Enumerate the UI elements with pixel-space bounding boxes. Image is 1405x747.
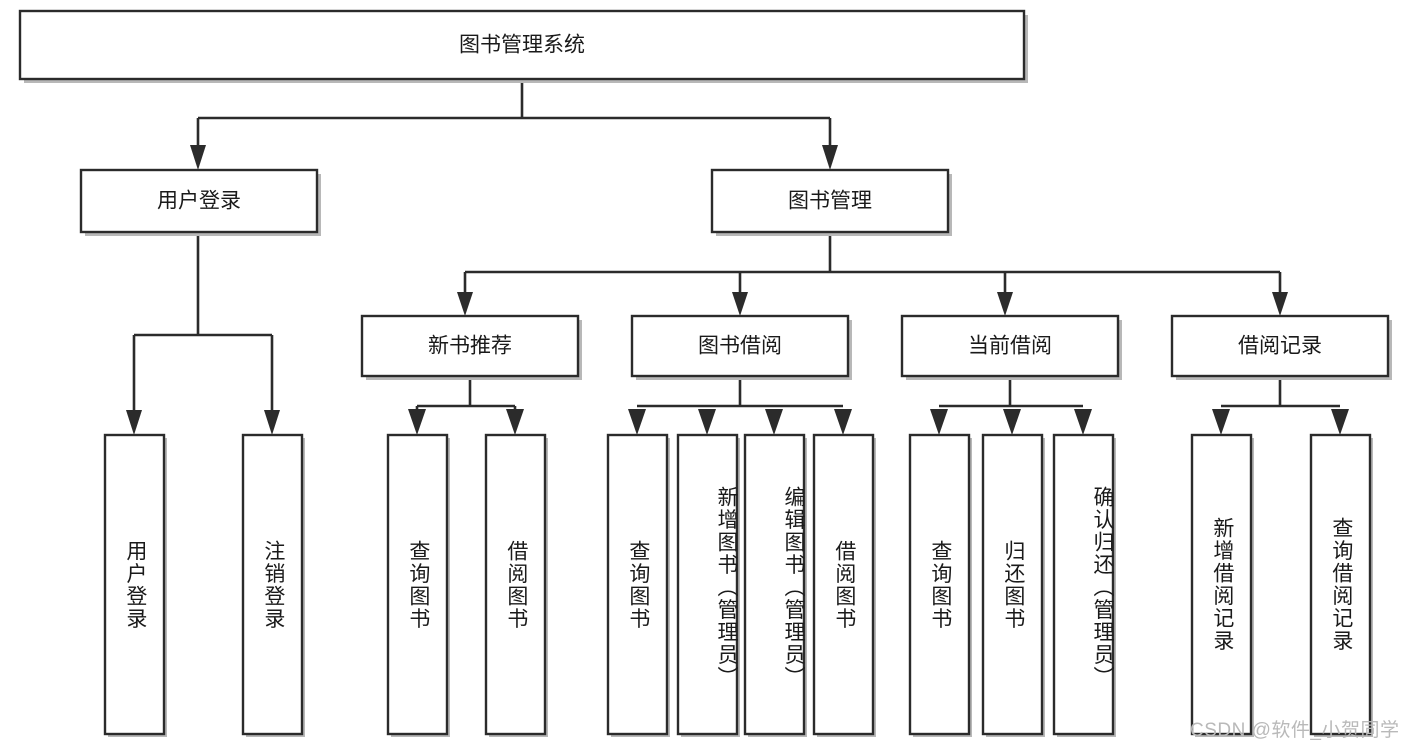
leaf-box-logout[interactable]	[241, 433, 304, 736]
arrow-leaf-borrow-book-2	[834, 409, 852, 435]
node-current-borrow[interactable]: 当前借阅	[900, 314, 1122, 380]
arrow-to-userlogin	[190, 145, 206, 170]
node-current-borrow-label: 当前借阅	[968, 335, 1052, 358]
connector-group-currentborrow	[930, 376, 1092, 435]
connector-group-borrowrecord	[1212, 376, 1349, 435]
arrow-to-bookmanage	[822, 145, 838, 170]
leaf-box-user-login[interactable]	[103, 433, 166, 736]
leaf-box-confirm-return-admin[interactable]	[1052, 433, 1115, 736]
arrow-leaf-add-book	[698, 409, 716, 435]
arrow-to-currentborrow	[997, 292, 1013, 316]
leaf-box-query-book-3[interactable]	[908, 433, 971, 736]
node-new-book-recommend[interactable]: 新书推荐	[360, 314, 582, 380]
leaf-box-add-borrow-record[interactable]	[1190, 433, 1253, 736]
leaf-box-query-book-1[interactable]	[386, 433, 449, 736]
connector-group-newbook	[408, 376, 524, 435]
arrow-to-borrowrecord	[1272, 292, 1288, 316]
connector-group-bookborrow	[628, 376, 852, 435]
csdn-watermark: CSDN @软件_小贺同学	[1190, 720, 1400, 741]
arrow-leaf-edit-book	[765, 409, 783, 435]
node-borrow-record[interactable]: 借阅记录	[1170, 314, 1392, 380]
arrow-to-bookborrow	[732, 292, 748, 316]
node-title-label: 图书管理系统	[459, 34, 585, 57]
leaf-box-borrow-book-1[interactable]	[484, 433, 547, 736]
leaf-box-query-book-2[interactable]	[606, 433, 669, 736]
connector-group-bookmanage	[457, 232, 1288, 316]
leaf-box-add-book-admin[interactable]	[676, 433, 739, 736]
arrow-leaf-confirm-return	[1074, 409, 1092, 435]
node-current-borrow-box[interactable]	[900, 314, 1120, 378]
connector-group-root	[190, 79, 838, 170]
node-new-book-recommend-box[interactable]	[360, 314, 580, 378]
arrow-to-newbook	[457, 292, 473, 316]
node-borrow-record-box[interactable]	[1170, 314, 1390, 378]
node-title[interactable]: 图书管理系统	[18, 9, 1028, 83]
leaf-box-borrow-book-2[interactable]	[812, 433, 875, 736]
node-book-borrow-label: 图书借阅	[698, 335, 782, 358]
node-title-box[interactable]	[18, 9, 1026, 81]
node-book-manage-label: 图书管理	[788, 190, 872, 213]
node-user-login-box[interactable]	[79, 168, 319, 234]
node-book-manage-box[interactable]	[710, 168, 950, 234]
arrow-leaf-logout	[264, 410, 280, 435]
leaf-box-edit-book-admin[interactable]	[743, 433, 806, 736]
leaf-boxes	[103, 433, 1373, 737]
node-user-login[interactable]: 用户登录	[79, 168, 321, 236]
node-borrow-record-label: 借阅记录	[1238, 335, 1322, 358]
node-new-book-recommend-label: 新书推荐	[428, 335, 512, 358]
node-book-manage[interactable]: 图书管理	[710, 168, 952, 236]
arrow-leaf-borrow-book-1	[506, 409, 524, 435]
arrow-leaf-query-book-2	[628, 409, 646, 435]
connector-group-userlogin	[126, 232, 280, 435]
leaf-box-return-book[interactable]	[981, 433, 1044, 736]
arrow-leaf-query-book-1	[408, 409, 426, 435]
node-book-borrow-box[interactable]	[630, 314, 850, 378]
node-user-login-label: 用户登录	[157, 190, 241, 213]
leaf-box-query-borrow-record[interactable]	[1309, 433, 1372, 736]
arrow-leaf-query-record	[1331, 409, 1349, 435]
arrow-leaf-user-login	[126, 410, 142, 435]
node-book-borrow[interactable]: 图书借阅	[630, 314, 852, 380]
arrow-leaf-return-book	[1003, 409, 1021, 435]
arrow-leaf-query-book-3	[930, 409, 948, 435]
arrow-leaf-add-record	[1212, 409, 1230, 435]
